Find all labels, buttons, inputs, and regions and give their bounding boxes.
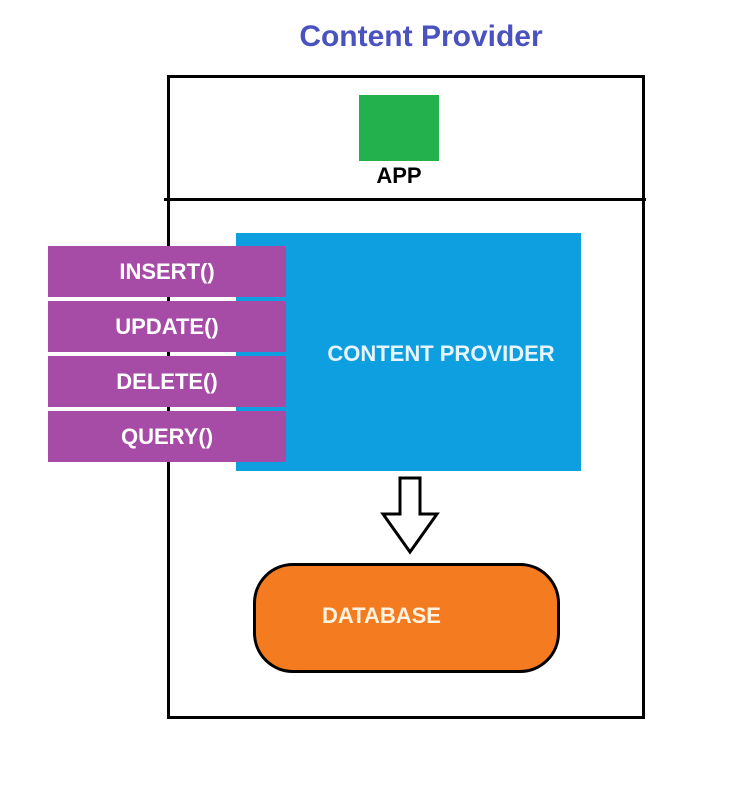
app-label: APP <box>376 163 422 188</box>
down-arrow-icon <box>380 476 440 555</box>
content-provider-block <box>236 233 581 471</box>
method-delete: DELETE() <box>48 356 286 407</box>
content-provider-label: CONTENT PROVIDER <box>327 341 555 366</box>
database-block <box>253 563 560 673</box>
diagram-title: Content Provider <box>299 20 543 53</box>
app-divider-line <box>164 198 646 201</box>
method-list: INSERT() UPDATE() DELETE() QUERY() <box>48 246 288 466</box>
method-insert: INSERT() <box>48 246 286 297</box>
database-label: DATABASE <box>322 603 441 628</box>
app-block <box>359 95 439 161</box>
method-update: UPDATE() <box>48 301 286 352</box>
method-query: QUERY() <box>48 411 286 462</box>
